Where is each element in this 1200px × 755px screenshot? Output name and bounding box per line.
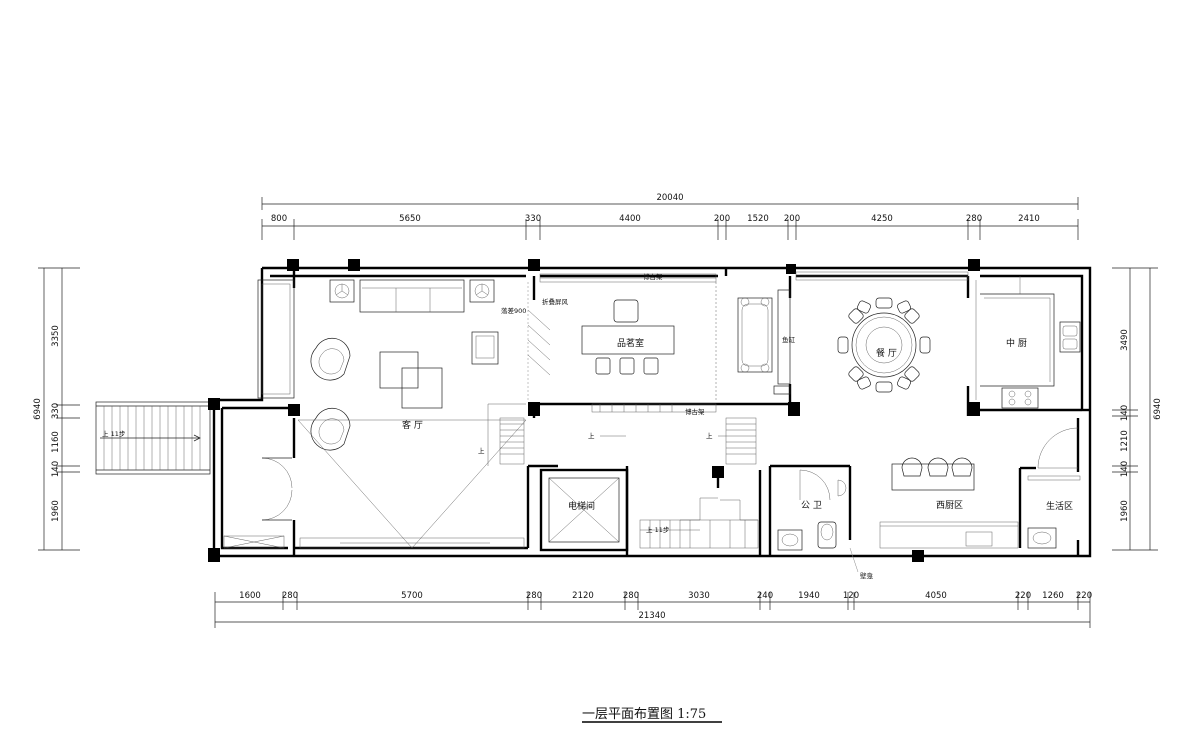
living-room-label: 客 厅 xyxy=(402,419,423,431)
entrance-stair: 上 11步 xyxy=(95,401,211,475)
bottom-dim-3: 5700 xyxy=(401,591,423,601)
right-dim-3: 1210 xyxy=(1120,430,1130,452)
bottom-dim-5: 2120 xyxy=(572,591,594,601)
chinese-kitchen: 中 厨 xyxy=(975,276,1081,409)
bottom-dim-13: 1260 xyxy=(1042,591,1064,601)
life-area: 生活区 xyxy=(1027,427,1081,549)
top-dim-9: 280 xyxy=(966,214,982,224)
shelf-label-top: 博古架 xyxy=(643,272,663,281)
up-11-stair-label: 上 11步 xyxy=(646,525,670,534)
left-dim-5: 1960 xyxy=(51,500,61,522)
fish-tank-label: 鱼缸 xyxy=(782,335,796,344)
up-11-steps-label: 上 11步 xyxy=(102,429,126,438)
tea-room-label: 品茗室 xyxy=(617,337,644,349)
bottom-total-dim: 21340 xyxy=(638,611,665,621)
shelf-label-mid: 博古架 xyxy=(685,407,705,416)
up-label-3: 上 xyxy=(706,431,713,440)
left-dimension-chain: 6940 3350 330 1160 140 1960 xyxy=(33,267,80,551)
bottom-dim-14: 220 xyxy=(1076,591,1092,601)
drawing-title: 一层平面布置图 1:75 xyxy=(582,707,722,723)
structural-columns xyxy=(208,259,980,562)
drawing-title-text: 一层平面布置图 1:75 xyxy=(582,707,706,722)
right-dimension-chain: 3490 140 1210 140 1960 6940 xyxy=(1112,267,1163,551)
bottom-dim-9: 1940 xyxy=(798,591,820,601)
fish-tank-area: 鱼缸 xyxy=(737,289,796,395)
bottom-dim-12: 220 xyxy=(1015,591,1031,601)
top-total-dim: 20040 xyxy=(656,193,683,203)
dining-room-label: 餐 厅 xyxy=(876,347,897,359)
dining-room: 餐 厅 xyxy=(795,271,969,393)
bottom-dim-11: 4050 xyxy=(925,591,947,601)
left-dim-4: 140 xyxy=(51,461,61,477)
bathroom-label: 公 卫 xyxy=(801,500,822,511)
right-dim-1: 3490 xyxy=(1120,329,1130,351)
bottom-dim-7: 3030 xyxy=(688,591,710,601)
up-label-1: 上 xyxy=(478,446,485,455)
top-dim-3: 330 xyxy=(525,214,541,224)
right-dim-5: 1960 xyxy=(1120,500,1130,522)
top-dim-7: 200 xyxy=(784,214,800,224)
bottom-dim-4: 280 xyxy=(526,591,542,601)
bottom-dim-6: 280 xyxy=(623,591,639,601)
western-kitchen-label: 西厨区 xyxy=(936,500,963,511)
bottom-dimension-chain: 1600 280 5700 280 2120 280 3030 240 1940… xyxy=(214,591,1092,628)
western-kitchen: 西厨区 xyxy=(879,457,1019,549)
top-dim-1: 800 xyxy=(271,214,287,224)
bathroom: 壁龛 公 卫 xyxy=(777,469,874,580)
right-dim-4: 140 xyxy=(1120,461,1130,477)
right-dim-2: 140 xyxy=(1120,405,1130,421)
chinese-kitchen-label: 中 厨 xyxy=(1006,337,1027,349)
left-dim-1: 3350 xyxy=(51,325,61,347)
top-dimension-chain: 20040 800 5650 330 4400 200 1520 200 425… xyxy=(261,193,1079,240)
bottom-dim-1: 1600 xyxy=(239,591,261,601)
left-total-dim: 6940 xyxy=(33,398,43,420)
bottom-dim-10: 120 xyxy=(843,591,859,601)
bottom-dim-2: 280 xyxy=(282,591,298,601)
tea-room: 博古架 折叠屏风 落差900 博古架 品茗室 xyxy=(501,272,717,416)
niche-label: 壁龛 xyxy=(860,571,874,580)
central-stairs: 上 上 上 11步 电梯间 xyxy=(499,417,759,549)
level-diff-label: 落差900 xyxy=(501,306,526,315)
left-dim-3: 1160 xyxy=(51,431,61,453)
life-area-label: 生活区 xyxy=(1046,500,1073,512)
top-dim-5: 200 xyxy=(714,214,730,224)
folding-screen-label: 折叠屏风 xyxy=(542,297,569,306)
left-dim-2: 330 xyxy=(51,403,61,419)
top-dim-2: 5650 xyxy=(399,214,421,224)
top-dim-8: 4250 xyxy=(871,214,893,224)
right-total-dim: 6940 xyxy=(1153,398,1163,420)
top-dim-10: 2410 xyxy=(1018,214,1040,224)
up-label-2: 上 xyxy=(588,431,595,440)
top-dim-6: 1520 xyxy=(747,214,769,224)
living-room: 客 厅 上 xyxy=(223,279,527,549)
top-dim-4: 4400 xyxy=(619,214,641,224)
bottom-dim-8: 240 xyxy=(757,591,773,601)
elevator-label: 电梯间 xyxy=(568,500,595,512)
